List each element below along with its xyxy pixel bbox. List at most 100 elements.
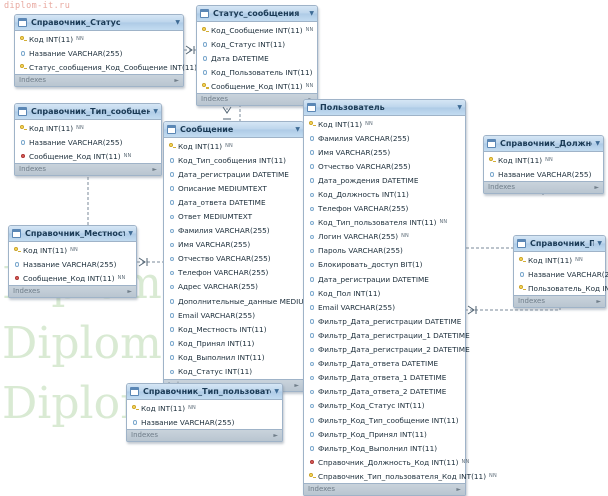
column-row[interactable]: Фильтр_Дата_ответа_2 DATETIME	[304, 385, 465, 399]
table-spravochnik_tip_polzovatelya[interactable]: Справочник_Тип_пользователя▼Код INT(11)N…	[126, 383, 283, 443]
column-row[interactable]: Код INT(11)NN	[514, 253, 605, 267]
chevron-down-icon[interactable]: ▼	[597, 239, 602, 247]
table-header-soobschenie[interactable]: Сообщение▼	[164, 122, 303, 138]
column-row[interactable]: Логин VARCHAR(255)NN	[304, 230, 465, 244]
column-row[interactable]: Дополнительные_данные MEDIUMTEXT	[164, 294, 328, 308]
table-header-polzovatel[interactable]: Пользователь▼	[304, 100, 465, 116]
indexes-section-polzovatel[interactable]: Indexes►	[304, 483, 465, 496]
indexes-section-spravochnik_tip_soobscheniya[interactable]: Indexes►	[15, 163, 161, 176]
column-row[interactable]: Ответ MEDIUMTEXT	[164, 209, 303, 223]
column-row[interactable]: Фильтр_Код_Выполнил INT(11)	[304, 441, 465, 455]
column-row[interactable]: Справочник_Должность_Код INT(11)NN	[304, 455, 469, 469]
column-row[interactable]: Имя VARCHAR(255)	[164, 238, 303, 252]
column-row[interactable]: Отчество VARCHAR(255)	[164, 252, 303, 266]
column-row[interactable]: Сообщение_Код INT(11)NN	[9, 271, 136, 285]
table-status_soobscheniya[interactable]: Статус_сообщения▼Код_Сообщение INT(11)NN…	[196, 5, 318, 107]
column-row[interactable]: Код_Статус INT(11)	[197, 37, 317, 51]
column-row[interactable]: Дата_ответа DATETIME	[164, 195, 303, 209]
column-row[interactable]: Код_Местность INT(11)	[164, 322, 303, 336]
column-row[interactable]: Пользователь_Код INT(11)NN	[514, 281, 608, 295]
column-row[interactable]: Фильтр_Дата_ответа DATETIME	[304, 357, 465, 371]
column-row[interactable]: Код INT(11)NN	[484, 153, 603, 167]
expand-arrow-icon[interactable]: ►	[294, 381, 299, 389]
column-row[interactable]: Фильтр_Код_Принял INT(11)	[304, 427, 465, 441]
column-row[interactable]: Код INT(11)NN	[15, 32, 183, 46]
column-row[interactable]: Фильтр_Дата_регистрации DATETIME	[304, 314, 465, 328]
column-row[interactable]: Код_Выполнил INT(11)	[164, 350, 303, 364]
table-header-status_soobscheniya[interactable]: Статус_сообщения▼	[197, 6, 317, 22]
column-row[interactable]: Отчество VARCHAR(255)	[304, 159, 465, 173]
column-row[interactable]: Адрес VARCHAR(255)	[164, 280, 303, 294]
column-row[interactable]: Фильтр_Дата_регистрации_2 DATETIME	[304, 343, 470, 357]
indexes-section-spravochnik_tip_polzovatelya[interactable]: Indexes►	[127, 429, 282, 442]
column-row[interactable]: Код_Должность INT(11)	[304, 187, 465, 201]
expand-arrow-icon[interactable]: ►	[127, 288, 132, 296]
column-row[interactable]: Дата_регистрации DATETIME	[304, 272, 465, 286]
column-row[interactable]: Код INT(11)NN	[304, 117, 465, 131]
column-row[interactable]: Код_Сообщение INT(11)NN	[197, 23, 317, 37]
column-row[interactable]: Код INT(11)NN	[127, 401, 282, 415]
column-row[interactable]: Фильтр_Код_Статус INT(11)	[304, 399, 465, 413]
column-row[interactable]: Название VARCHAR(255)	[15, 135, 161, 149]
indexes-section-spravochnik_status[interactable]: Indexes►	[15, 74, 183, 87]
column-row[interactable]: Фамилия VARCHAR(255)	[164, 224, 303, 238]
chevron-down-icon[interactable]: ▼	[309, 9, 314, 17]
column-row[interactable]: Фамилия VARCHAR(255)	[304, 131, 465, 145]
column-row[interactable]: Сообщение_Код INT(11)NN	[197, 79, 317, 93]
column-row[interactable]: Дата DATETIME	[197, 51, 317, 65]
table-header-spravochnik_tip_polzovatelya[interactable]: Справочник_Тип_пользователя▼	[127, 384, 282, 400]
table-header-spravochnik_mestnost[interactable]: Справочник_Местность▼	[9, 226, 136, 242]
column-row[interactable]: Дата_регистрации DATETIME	[164, 167, 303, 181]
column-row[interactable]: Блокировать_доступ BIT(1)	[304, 258, 465, 272]
chevron-down-icon[interactable]: ▼	[457, 103, 462, 111]
column-row[interactable]: Код INT(11)NN	[9, 243, 136, 257]
column-row[interactable]: Фильтр_Дата_регистрации_1 DATETIME	[304, 328, 470, 342]
table-spravochnik_doljnost[interactable]: Справочник_Должность▼Код INT(11)NNНазван…	[483, 135, 604, 195]
chevron-down-icon[interactable]: ▼	[595, 139, 600, 147]
column-row[interactable]: Код_Статус INT(11)	[164, 365, 303, 379]
column-row[interactable]: Код_Пользователь INT(11)	[197, 65, 317, 79]
column-row[interactable]: Название VARCHAR(255)	[484, 167, 603, 181]
expand-arrow-icon[interactable]: ►	[596, 298, 601, 306]
table-header-spravochnik_tip_soobscheniya[interactable]: Справочник_Тип_сообщения▼	[15, 104, 161, 120]
column-row[interactable]: Название VARCHAR(255)	[9, 257, 136, 271]
table-header-spravochnik_doljnost[interactable]: Справочник_Должность▼	[484, 136, 603, 152]
expand-arrow-icon[interactable]: ►	[174, 77, 179, 85]
chevron-down-icon[interactable]: ▼	[175, 18, 180, 26]
indexes-section-status_soobscheniya[interactable]: Indexes►	[197, 93, 317, 106]
indexes-section-spravochnik_pol[interactable]: Indexes►	[514, 295, 605, 308]
column-row[interactable]: Название VARCHAR(255)	[15, 46, 183, 60]
indexes-section-spravochnik_doljnost[interactable]: Indexes►	[484, 181, 603, 194]
column-row[interactable]: Фильтр_Код_Тип_сообщение INT(11)	[304, 413, 465, 427]
column-row[interactable]: Имя VARCHAR(255)	[304, 145, 465, 159]
column-row[interactable]: Справочник_Тип_пользователя_Код INT(11)N…	[304, 469, 497, 483]
column-row[interactable]: Фильтр_Дата_ответа_1 DATETIME	[304, 371, 465, 385]
column-row[interactable]: Email VARCHAR(255)	[164, 308, 303, 322]
chevron-down-icon[interactable]: ▼	[295, 125, 300, 133]
chevron-down-icon[interactable]: ▼	[153, 107, 158, 115]
table-header-spravochnik_status[interactable]: Справочник_Статус▼	[15, 15, 183, 31]
column-row[interactable]: Телефон VARCHAR(255)	[304, 202, 465, 216]
expand-arrow-icon[interactable]: ►	[273, 432, 278, 440]
column-row[interactable]: Сообщение_Код INT(11)NN	[15, 149, 161, 163]
chevron-down-icon[interactable]: ▼	[128, 229, 133, 237]
table-header-spravochnik_pol[interactable]: Справочник_Пол▼	[514, 236, 605, 252]
chevron-down-icon[interactable]: ▼	[274, 387, 279, 395]
column-row[interactable]: Email VARCHAR(255)	[304, 300, 465, 314]
column-row[interactable]: Пароль VARCHAR(255)	[304, 244, 465, 258]
column-row[interactable]: Название VARCHAR(255)	[127, 415, 282, 429]
column-row[interactable]: Код_Пол INT(11)	[304, 286, 465, 300]
column-row[interactable]: Код INT(11)NN	[15, 121, 161, 135]
column-row[interactable]: Описание MEDIUMTEXT	[164, 181, 303, 195]
expand-arrow-icon[interactable]: ►	[152, 166, 157, 174]
column-row[interactable]: Код_Тип_сообщения INT(11)	[164, 153, 303, 167]
expand-arrow-icon[interactable]: ►	[594, 184, 599, 192]
column-row[interactable]: Код_Принял INT(11)	[164, 336, 303, 350]
column-row[interactable]: Код_Тип_пользователя INT(11)NN	[304, 216, 465, 230]
